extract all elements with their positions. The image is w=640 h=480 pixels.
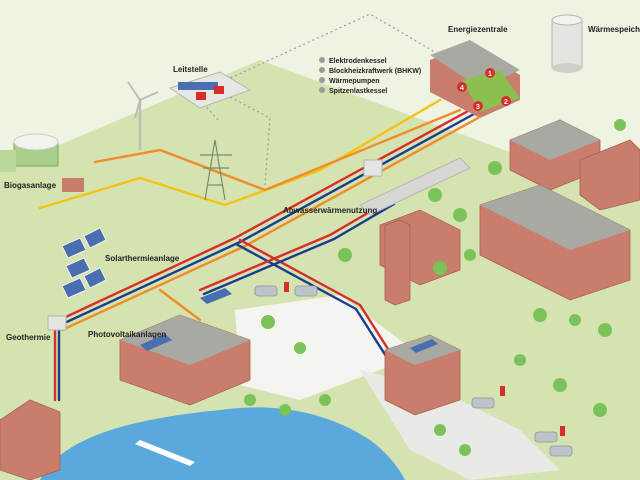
heat-storage-tank-icon [552,15,582,73]
legend-dot-4 [319,87,325,93]
label-biogasanlage: Biogasanlage [4,181,57,190]
legend-item-1: Elektrodenkessel [329,58,387,65]
abwasser-unit [364,160,382,176]
label-waermespeicher: Wärmespeicher [588,25,640,34]
label-geothermie: Geothermie [6,333,51,342]
legend-item-2: Blockheizkraftwerk (BHKW) [329,68,421,75]
label-energiezentrale: Energiezentrale [448,25,508,34]
legend-dot-3 [319,77,325,83]
legend-dot-2 [319,67,325,73]
label-abwasserwaermenutzung: Abwasserwärmenutzung [283,206,377,215]
legend-item-4: Spitzenlastkessel [329,88,387,95]
biogas-shed [62,178,84,192]
marker-3-num: 3 [476,104,480,111]
label-solarthermieanlage: Solarthermieanlage [105,254,180,263]
label-photovoltaikanlagen: Photovoltaikanlagen [88,330,166,339]
marker-2-num: 2 [504,99,508,106]
legend-item-3: Wärmepumpen [329,78,380,85]
marker-1-num: 1 [488,71,492,78]
marker-4-num: 4 [460,85,464,92]
label-leitstelle: Leitstelle [173,65,208,74]
geothermie-unit [48,316,66,330]
legend-dot-1 [319,57,325,63]
